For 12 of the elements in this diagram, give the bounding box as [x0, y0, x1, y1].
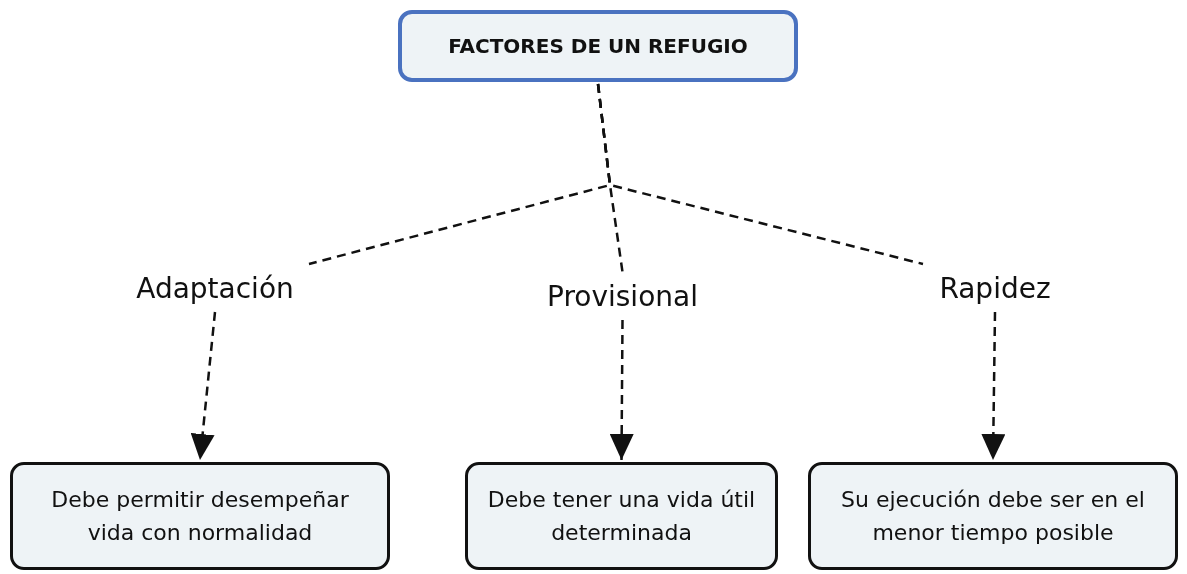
- box-text: Debe tener una vida útil determinada: [486, 486, 757, 547]
- dashed-arrow: [190, 311, 217, 461]
- box-text: Debe permitir desempeñar vida con normalidad: [50, 486, 350, 547]
- box-text: FACTORES DE UN REFUGIO: [448, 34, 748, 58]
- description-box: [808, 462, 1178, 570]
- box-text: Su ejecución debe ser en el menor tiempo posible: [840, 486, 1146, 547]
- dashed-connector: [596, 83, 924, 266]
- dashed-arrow: [609, 320, 634, 460]
- description-box: [10, 462, 390, 570]
- description-box: [465, 462, 778, 570]
- dashed-arrow: [981, 312, 1006, 460]
- title-box: [398, 10, 798, 82]
